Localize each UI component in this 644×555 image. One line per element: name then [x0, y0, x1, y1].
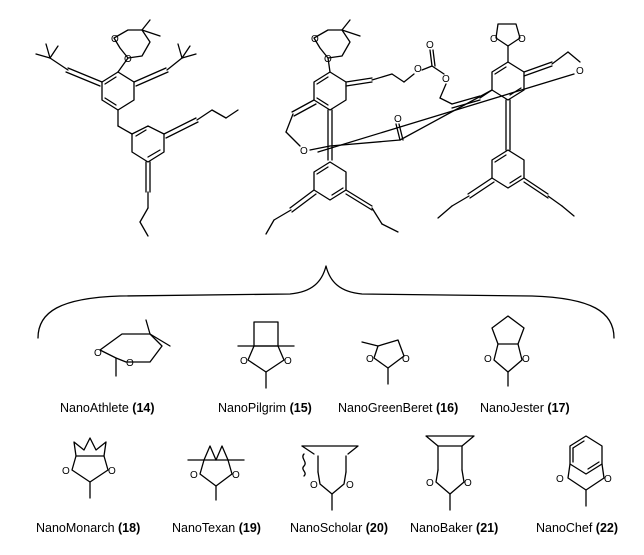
structure-nanojester: O O — [484, 315, 530, 387]
atom-oxygen: O — [464, 478, 472, 489]
label-nanobaker: NanoBaker (21) — [410, 521, 498, 535]
atom-oxygen: O — [518, 34, 526, 45]
atom-oxygen: O — [300, 146, 308, 157]
atom-oxygen: O — [108, 466, 116, 477]
atom-oxygen: O — [310, 480, 318, 491]
atom-oxygen: O — [190, 470, 198, 481]
structure-nanobaker: O O — [425, 435, 475, 511]
atom-oxygen: O — [366, 354, 374, 365]
label-nanojester: NanoJester (17) — [480, 401, 570, 415]
atom-oxygen: O — [522, 354, 530, 365]
atom-oxygen: O — [124, 54, 132, 65]
atom-oxygen: O — [604, 474, 612, 485]
atom-oxygen: O — [426, 478, 434, 489]
atom-oxygen: O — [311, 34, 319, 45]
atom-oxygen: O — [414, 64, 422, 75]
curly-brace — [37, 265, 615, 339]
structure-nanopilgrim: O O — [237, 321, 295, 389]
structure-nanoscholar: O O — [301, 445, 359, 511]
label-nanopilgrim: NanoPilgrim (15) — [218, 401, 312, 415]
atom-oxygen: O — [556, 474, 564, 485]
atom-oxygen: O — [346, 480, 354, 491]
atom-oxygen: O — [490, 34, 498, 45]
structure-nanoathlete: O O — [94, 319, 171, 377]
atom-oxygen: O — [394, 114, 402, 125]
atom-oxygen: O — [442, 74, 450, 85]
label-nanotexan: NanoTexan (19) — [172, 521, 261, 535]
structure-nanotexan: O O — [187, 445, 245, 501]
atom-oxygen: O — [324, 54, 332, 65]
label-nanochef: NanoChef (22) — [536, 521, 618, 535]
atom-oxygen: O — [111, 34, 119, 45]
molecule-nanokid-macrocycle: O O O O O O O O — [265, 19, 584, 235]
atom-oxygen: O — [240, 356, 248, 367]
atom-oxygen: O — [284, 356, 292, 367]
atom-oxygen: O — [402, 354, 410, 365]
atom-oxygen: O — [126, 358, 134, 369]
atom-oxygen: O — [426, 40, 434, 51]
structure-nanomonarch: O O — [62, 437, 116, 499]
atom-oxygen: O — [62, 466, 70, 477]
label-nanoathlete: NanoAthlete (14) — [60, 401, 155, 415]
label-nanogreenberet: NanoGreenBeret (16) — [338, 401, 458, 415]
molecule-nanoputian-left: O O — [35, 19, 239, 237]
label-nanomonarch: NanoMonarch (18) — [36, 521, 140, 535]
atom-oxygen: O — [232, 470, 240, 481]
atom-oxygen: O — [576, 66, 584, 77]
structure-nanochef: O O — [556, 435, 612, 507]
atom-oxygen: O — [484, 354, 492, 365]
structure-nanogreenberet: O O — [361, 339, 410, 385]
label-nanoscholar: NanoScholar (20) — [290, 521, 388, 535]
atom-oxygen: O — [94, 348, 102, 359]
